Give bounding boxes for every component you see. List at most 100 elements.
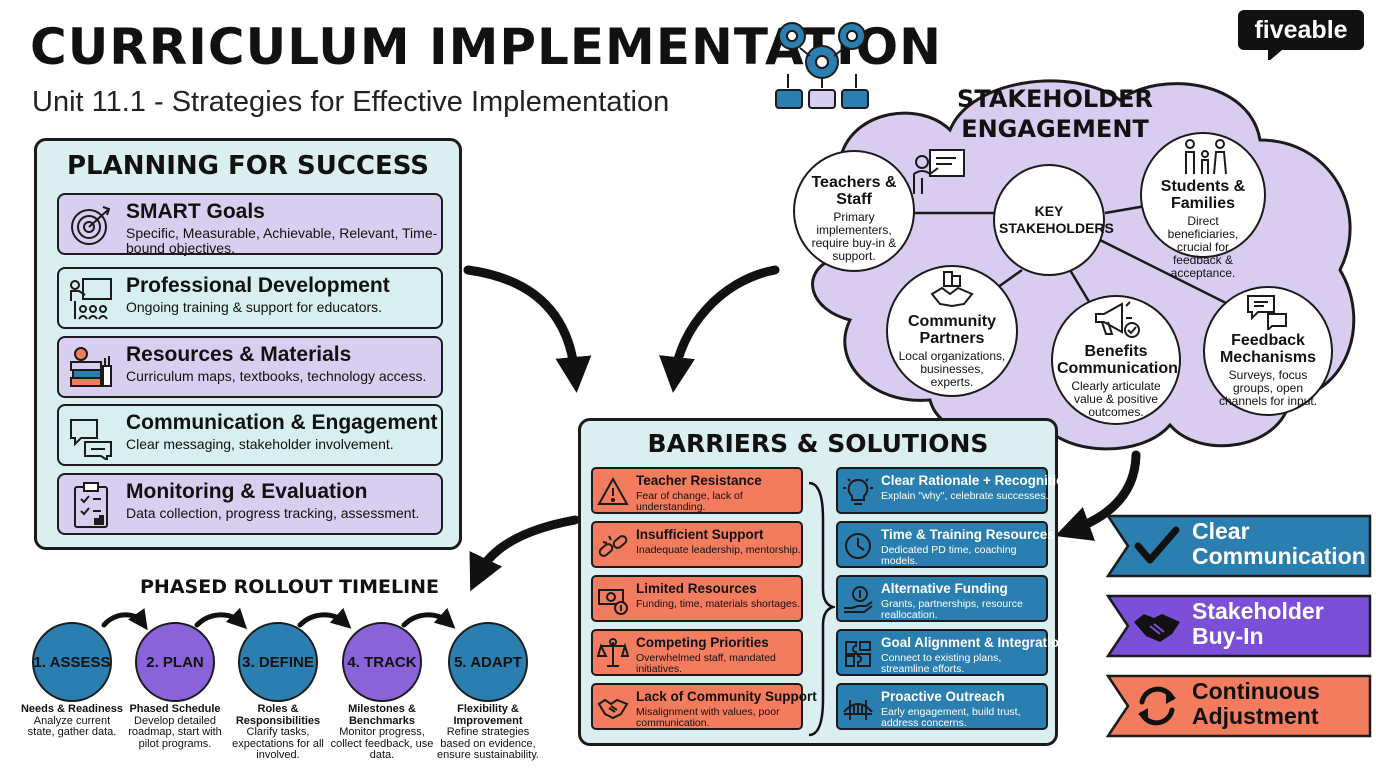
- key-stakeholders-node: KEY STAKEHOLDERS: [993, 164, 1114, 276]
- ribbon-stakeholder-buy-in: Stakeholder Buy-In: [1106, 594, 1372, 658]
- solution-goal-alignment: Goal Alignment & Integration Connect to …: [836, 629, 1067, 676]
- plan-item-smart-goals: SMART Goals Specific, Measurable, Achiev…: [57, 193, 443, 256]
- node-title: Community Partners: [908, 313, 996, 347]
- speech-bubbles-icon: [70, 419, 112, 460]
- barrier-title: Limited Resources: [636, 581, 757, 596]
- phase-title: Needs & Readiness: [20, 703, 124, 715]
- clock-icon: [845, 533, 871, 559]
- phase-title: Roles & Responsibilities: [235, 703, 321, 727]
- warning-icon: [597, 476, 629, 505]
- plan-item-title: Resources & Materials: [126, 343, 352, 366]
- barrier-desc: Misalignment with values, poor communica…: [636, 706, 780, 729]
- ribbon-clear-communication: Clear Communication: [1106, 514, 1372, 578]
- solution-desc: Grants, partnerships, resource reallocat…: [881, 598, 1023, 621]
- barrier-desc: Fear of change, lack of understanding.: [636, 490, 743, 513]
- plan-item-title: Monitoring & Evaluation: [126, 480, 368, 503]
- coin-hand-icon: [844, 586, 873, 613]
- plan-item-desc: Specific, Measurable, Achievable, Releva…: [126, 225, 438, 256]
- handshake-icon: [1134, 614, 1180, 642]
- books-icon: [70, 347, 112, 387]
- stakeholder-benefits-communication: Benefits Communication Clearly articulat…: [1051, 295, 1181, 425]
- plan-item-desc: Clear messaging, stakeholder involvement…: [126, 436, 394, 452]
- brand-logo[interactable]: fiveable: [1238, 10, 1364, 62]
- phase-label: 2. PLAN: [146, 653, 204, 671]
- planning-title: PLANNING FOR SUCCESS: [66, 151, 430, 181]
- phase-assess: 1. ASSESS: [32, 622, 112, 702]
- megaphone-icon: [1095, 301, 1140, 338]
- clipboard-icon: [74, 482, 108, 528]
- barrier-competing-priorities: Competing Priorities Overwhelmed staff, …: [591, 629, 803, 676]
- node-desc: Clearly articulate value & positive outc…: [1071, 379, 1161, 419]
- ribbon-text: Continuous Adjustment: [1192, 679, 1372, 729]
- solution-alternative-funding: Alternative Funding Grants, partnerships…: [836, 575, 1048, 622]
- phase-title: Flexibility & Improvement: [453, 703, 523, 727]
- solution-time-training: Time & Training Resources Dedicated PD t…: [836, 521, 1055, 568]
- target-icon: [71, 206, 111, 245]
- bridge-icon: [843, 700, 873, 720]
- broken-link-icon: [598, 535, 628, 557]
- scales-icon: [597, 638, 629, 667]
- phase-define: 3. DEFINE: [238, 622, 318, 702]
- solution-desc: Early engagement, build trust, address c…: [881, 706, 1021, 729]
- puzzle-icon: [845, 641, 871, 667]
- phase-text: Develop detailed roadmap, start with pil…: [128, 714, 222, 750]
- phase-label: 1. ASSESS: [33, 653, 111, 671]
- key-stakeholders-label: KEY STAKEHOLDERS: [999, 203, 1114, 236]
- family-icon: [1185, 139, 1227, 175]
- solution-proactive-outreach: Proactive Outreach Early engagement, bui…: [836, 683, 1048, 730]
- lightbulb-icon: [843, 478, 873, 505]
- plan-item-resources-materials: Resources & Materials Curriculum maps, t…: [57, 336, 443, 398]
- cycle-arrows-icon: [1138, 686, 1176, 726]
- barrier-desc: Inadequate leadership, mentorship.: [636, 544, 801, 556]
- solution-title: Proactive Outreach: [881, 689, 1005, 704]
- stakeholder-students-families: Students & Families Direct beneficiaries…: [1140, 132, 1266, 280]
- ribbon-line2: Adjustment: [1192, 703, 1319, 729]
- node-title: Students & Families: [1160, 178, 1246, 212]
- barrier-title: Competing Priorities: [636, 635, 769, 650]
- brand-text: fiveable: [1254, 16, 1348, 44]
- node-title: Feedback Mechanisms: [1219, 332, 1317, 366]
- ribbon-line1: Stakeholder: [1192, 598, 1324, 624]
- barrier-title: Teacher Resistance: [636, 473, 762, 488]
- barrier-desc: Funding, time, materials shortages.: [636, 598, 800, 610]
- checkmark-icon: [1134, 526, 1180, 564]
- phase-text: Clarify tasks, expectations for all invo…: [232, 726, 324, 761]
- phase-label: 4. TRACK: [347, 653, 417, 671]
- handshake-icon: [597, 698, 629, 720]
- phase-track: 4. TRACK: [342, 622, 422, 702]
- node-desc: Local organizations, businesses, experts…: [898, 349, 1006, 389]
- solution-title: Goal Alignment & Integration: [881, 635, 1068, 650]
- node-desc: Surveys, focus groups, open channels for…: [1218, 368, 1318, 408]
- node-desc: Direct beneficiaries, crucial for feedba…: [1167, 214, 1239, 280]
- plan-item-desc: Data collection, progress tracking, asse…: [126, 505, 420, 521]
- barrier-desc: Overwhelmed staff, mandated initiatives.: [636, 652, 776, 675]
- barrier-title: Insufficient Support: [636, 527, 764, 542]
- node-desc: Primary implementers, require buy-in & s…: [811, 210, 897, 263]
- barrier-insufficient-support: Insufficient Support Inadequate leadersh…: [591, 521, 803, 568]
- ribbon-line2: Communication: [1192, 543, 1366, 569]
- node-title: Teachers & Staff: [811, 174, 897, 208]
- phase-title: Milestones & Benchmarks: [348, 703, 416, 727]
- barrier-limited-resources: Limited Resources Funding, time, materia…: [591, 575, 803, 622]
- phase-text: Refine strategies based on evidence, ens…: [437, 726, 539, 761]
- phase-text: Analyze current state, gather data.: [27, 714, 117, 738]
- solution-title: Clear Rationale + Recognition: [881, 473, 1073, 488]
- chat-icon: [1247, 295, 1287, 330]
- solution-clear-rationale: Clear Rationale + Recognition Explain "w…: [836, 467, 1073, 514]
- ribbon-text: Clear Communication: [1192, 519, 1372, 569]
- plan-item-professional-development: Professional Development Ongoing trainin…: [57, 267, 443, 329]
- bracket-icon: [808, 481, 835, 737]
- barrier-title: Lack of Community Support: [636, 689, 817, 704]
- ribbon-line1: Continuous: [1192, 678, 1320, 704]
- ribbon-line2: Buy-In: [1192, 623, 1264, 649]
- plan-item-monitoring-evaluation: Monitoring & Evaluation Data collection,…: [57, 473, 443, 535]
- gears-flow-icon: [775, 22, 869, 109]
- classroom-icon: [70, 278, 112, 320]
- ribbon-continuous-adjustment: Continuous Adjustment: [1106, 674, 1372, 738]
- plan-item-communication-engagement: Communication & Engagement Clear messagi…: [57, 404, 443, 466]
